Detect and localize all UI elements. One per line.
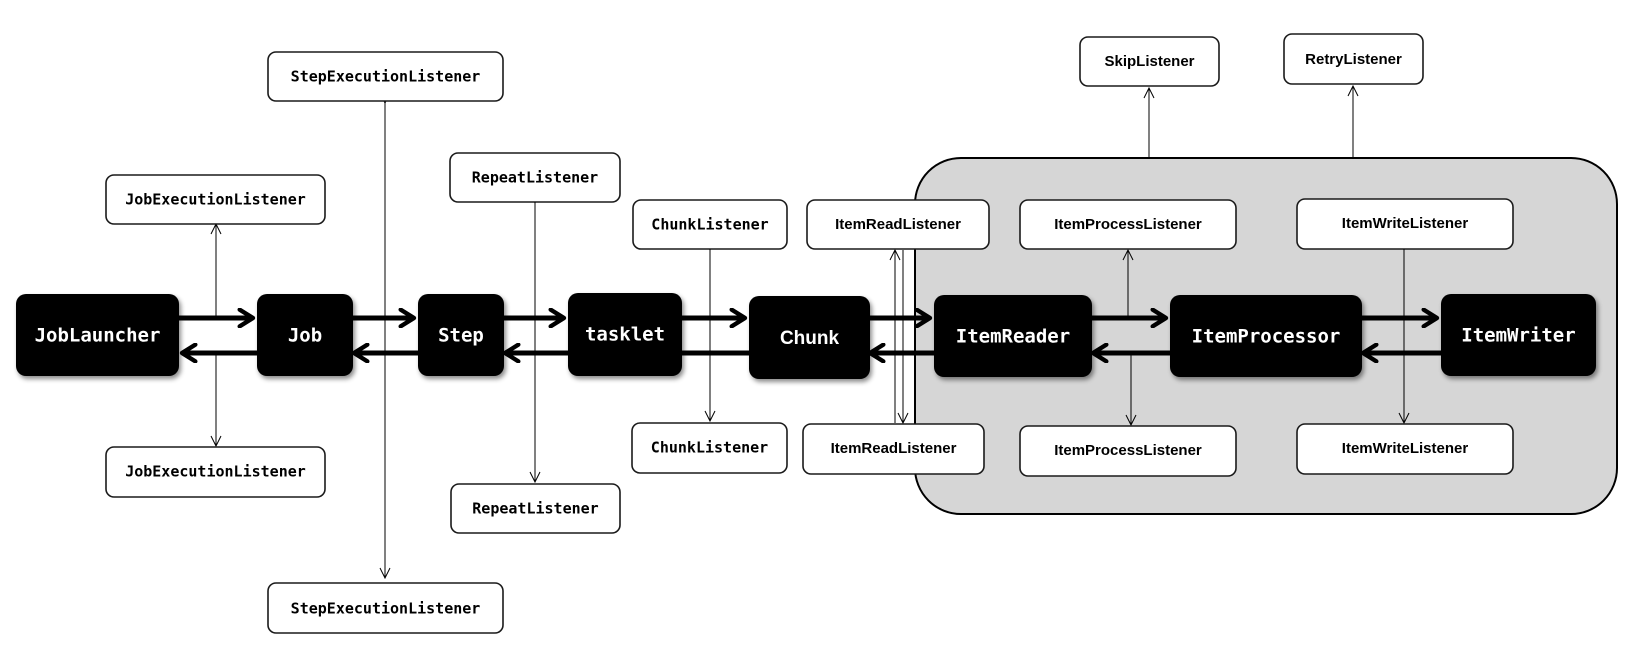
item-writer-label: ItemWriter [1461,325,1575,347]
repeat-listener-bottom: RepeatListener [450,483,621,534]
item-process-listener-bottom-label: ItemProcessListener [1054,442,1202,459]
repeat-listener-bottom-label: RepeatListener [472,500,598,518]
item-write-listener-top: ItemWriteListener [1296,198,1514,250]
job-launcher-node: JobLauncher [16,294,179,376]
step-execution-listener-top: StepExecutionListener [267,51,504,102]
chunk-listener-top-label: ChunkListener [651,216,768,234]
item-read-listener-bottom: ItemReadListener [802,423,985,475]
step-label: Step [438,325,484,347]
step-node: Step [418,294,504,376]
skip-listener-label: SkipListener [1104,53,1194,70]
job-launcher-label: JobLauncher [35,325,161,347]
job-execution-listener-bottom-label: JobExecutionListener [125,463,306,481]
retry-listener-label: RetryListener [1305,51,1402,68]
main-flow-arrows [178,318,1441,353]
chunk-node: Chunk [749,296,870,379]
item-processor-node: ItemProcessor [1170,295,1362,377]
repeat-listener-top-label: RepeatListener [472,169,598,187]
skip-listener: SkipListener [1079,36,1220,87]
tasklet-node: tasklet [568,293,682,376]
item-writer-node: ItemWriter [1441,294,1596,376]
item-process-listener-bottom: ItemProcessListener [1019,425,1237,477]
item-reader-label: ItemReader [956,326,1070,348]
step-execution-listener-bottom-label: StepExecutionListener [291,600,481,618]
chunk-listener-bottom: ChunkListener [631,422,788,474]
chunk-listener-top: ChunkListener [632,199,788,250]
step-execution-listener-bottom: StepExecutionListener [267,582,504,634]
listener-connectors [216,86,1404,578]
item-processor-label: ItemProcessor [1192,326,1341,348]
retry-listener: RetryListener [1283,33,1424,85]
job-execution-listener-top: JobExecutionListener [105,174,326,225]
item-reader-node: ItemReader [934,295,1092,377]
item-read-listener-top-label: ItemReadListener [835,216,961,233]
listener-boxes: JobExecutionListener JobExecutionListene… [105,33,1514,634]
item-write-listener-bottom: ItemWriteListener [1296,423,1514,475]
step-execution-listener-top-label: StepExecutionListener [291,68,481,86]
item-read-listener-bottom-label: ItemReadListener [831,440,957,457]
item-write-listener-top-label: ItemWriteListener [1342,215,1469,232]
item-write-listener-bottom-label: ItemWriteListener [1342,440,1469,457]
chunk-label: Chunk [780,328,840,349]
job-execution-listener-top-label: JobExecutionListener [125,191,306,209]
tasklet-label: tasklet [585,324,665,346]
job-execution-listener-bottom: JobExecutionListener [105,446,326,498]
main-components: JobLauncher Job Step tasklet Chunk ItemR… [16,293,1596,379]
job-label: Job [288,325,322,347]
job-node: Job [257,294,353,376]
item-process-listener-top-label: ItemProcessListener [1054,216,1202,233]
chunk-listener-bottom-label: ChunkListener [651,439,768,457]
repeat-listener-top: RepeatListener [449,152,621,203]
item-read-listener-top: ItemReadListener [806,199,990,250]
item-process-listener-top: ItemProcessListener [1019,199,1237,250]
